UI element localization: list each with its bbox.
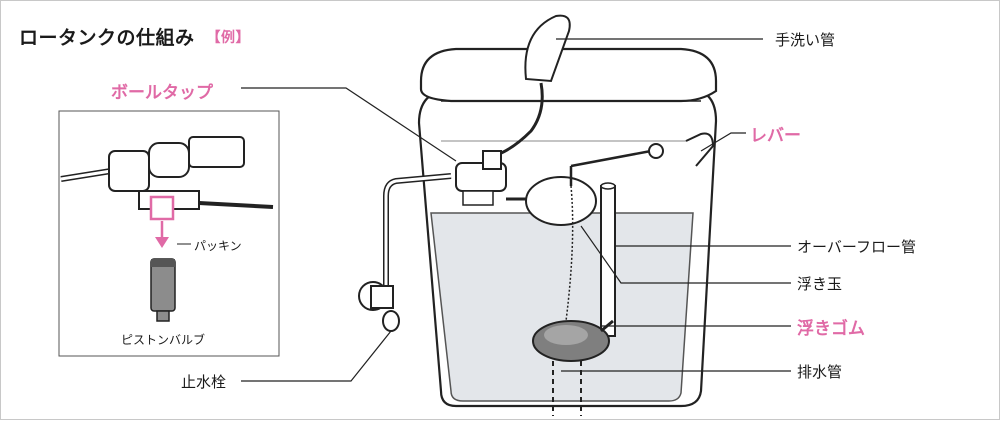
- label-stop-valve: 止水栓: [181, 373, 227, 391]
- title-tag: 【例】: [206, 30, 251, 46]
- title-text: ロータンクの仕組み: [19, 27, 195, 49]
- label-lever: レバー: [750, 126, 801, 146]
- label-hand-wash-pipe: 手洗い管: [775, 31, 836, 49]
- label-ball-tap: ボールタップ: [111, 83, 213, 103]
- tank-water: [430, 212, 694, 402]
- lever-handle: [685, 132, 715, 167]
- packing-highlight: [149, 195, 175, 221]
- diagram-title: ロータンクの仕組み【例】: [19, 23, 250, 50]
- label-flapper: 浮きゴム: [797, 319, 865, 339]
- label-packing: パッキン: [194, 239, 242, 253]
- chain: [565, 185, 574, 322]
- float-ball: [525, 176, 597, 226]
- label-overflow-pipe: オーバーフロー管: [797, 238, 916, 256]
- hand-wash-faucet: [524, 14, 571, 83]
- label-piston-valve: ピストンバルブ: [121, 333, 206, 347]
- overflow-pipe-shape: [600, 185, 616, 337]
- tank-lid: [419, 47, 718, 103]
- hand-wash-tube: [492, 82, 544, 158]
- label-drain-pipe: 排水管: [797, 363, 843, 381]
- label-float-ball: 浮き玉: [797, 275, 843, 293]
